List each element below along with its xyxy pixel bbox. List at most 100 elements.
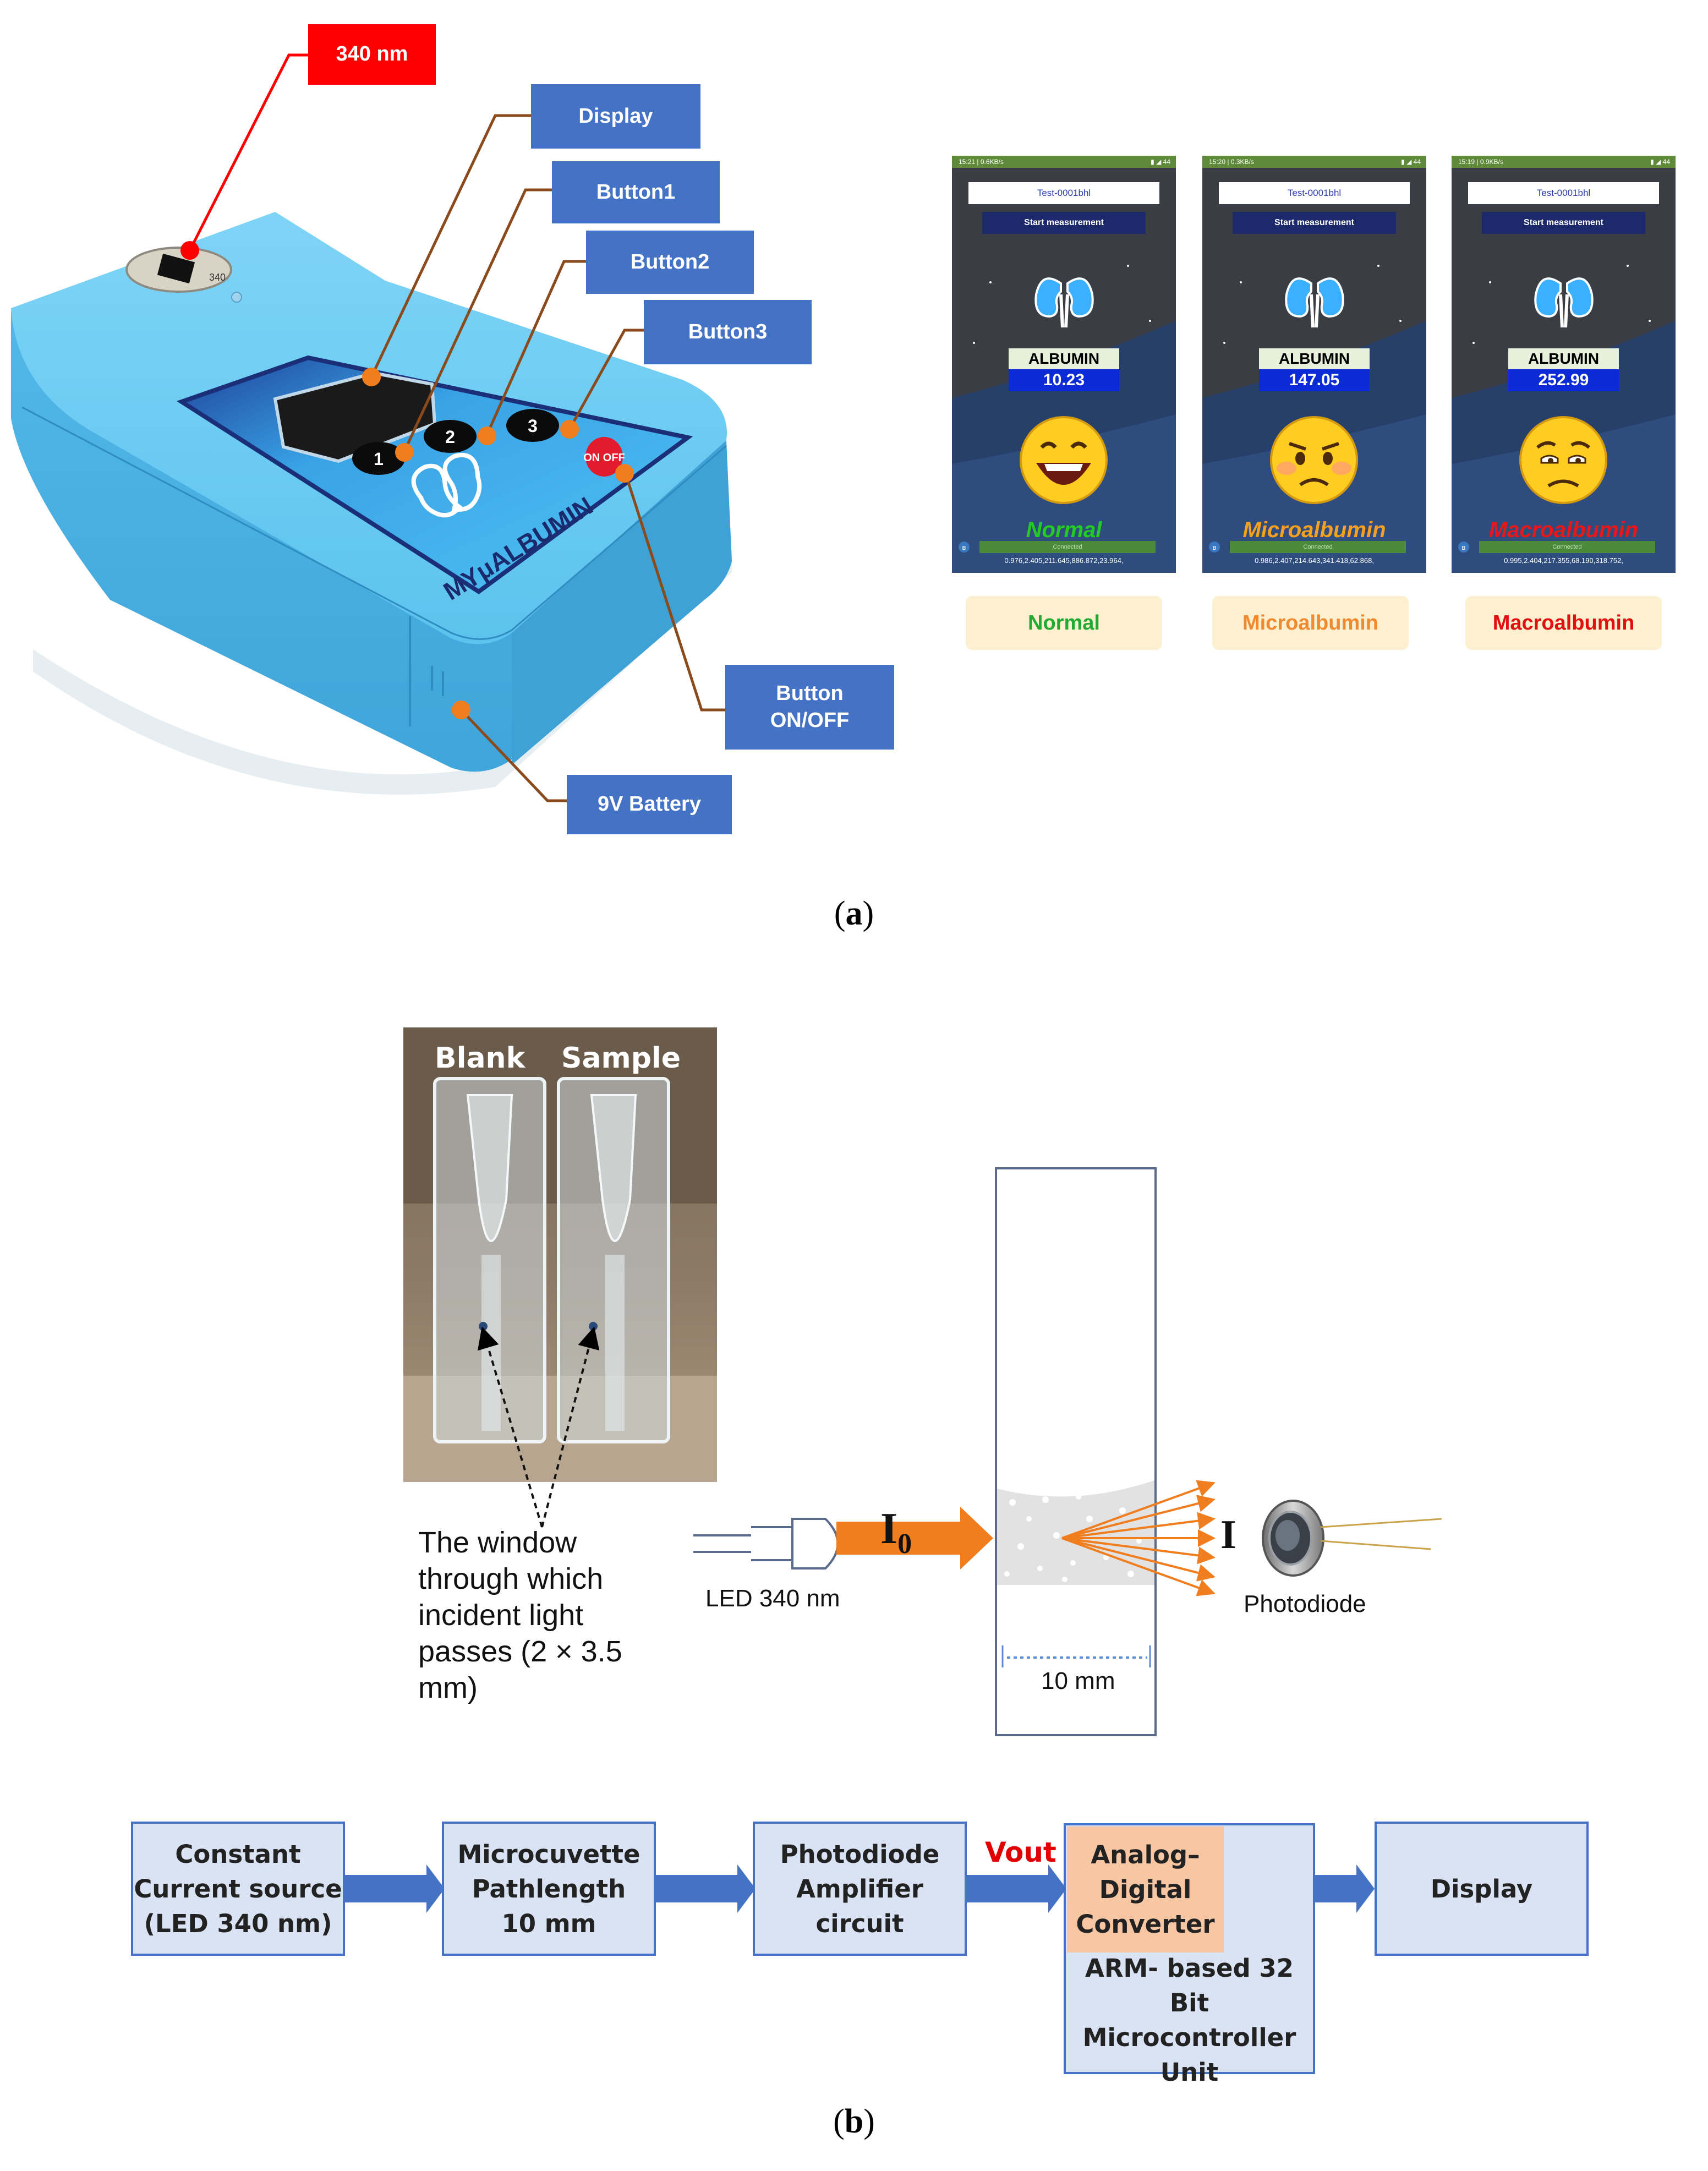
albumin-label: ALBUMIN xyxy=(1259,348,1370,369)
scattered-rays xyxy=(1061,1480,1216,1596)
connected-bar: Connected xyxy=(1230,541,1406,553)
leader-onoff xyxy=(623,470,725,712)
bluetooth-icon[interactable]: ʙ xyxy=(1458,542,1469,553)
raw-readings: 0.986,2.407,214.643,341.418,62.868, xyxy=(1255,556,1374,565)
start-measurement-button[interactable]: Start measurement xyxy=(982,212,1146,234)
window-pointers xyxy=(478,1326,600,1528)
arrow-mcu-display xyxy=(1315,1864,1375,1913)
callout-leaders xyxy=(188,53,725,802)
status-text: Microalbumin xyxy=(1242,518,1386,542)
photodiode-icon xyxy=(1262,1500,1442,1577)
leader-display xyxy=(370,114,531,378)
window-line: The window xyxy=(418,1526,577,1559)
start-measurement-button[interactable]: Start measurement xyxy=(1482,212,1645,234)
sad-face-icon xyxy=(1270,416,1358,504)
caption-a: (a) xyxy=(834,895,874,932)
device-seam xyxy=(21,406,727,640)
button-3-number: 3 xyxy=(528,416,538,436)
status-text: Normal xyxy=(1026,518,1102,542)
block-line: Current source xyxy=(134,1874,342,1904)
led-symbol xyxy=(693,1518,839,1570)
leader-button2 xyxy=(485,260,586,436)
mcu-text: ARM- based 32 Bit Microcontroller Unit xyxy=(1064,1951,1315,2090)
mcu-line: Microcontroller xyxy=(1082,2023,1296,2052)
albumin-label: ALBUMIN xyxy=(1009,348,1119,369)
phone-screen-microalbumin: 15:20 | 0.3KB/s▮ ◢ 44 Test-0001bhl Start… xyxy=(1202,156,1426,573)
block-adc: Analog– Digital Converter xyxy=(1067,1827,1224,1953)
phone-status-bar: 15:19 | 0.9KB/s ▮ ◢ 44 xyxy=(1452,156,1676,168)
button-1-shape xyxy=(352,442,405,475)
status-text: Macroalbumin xyxy=(1488,518,1639,542)
phone-screen-normal: 15:21 | 0.6KB/s▮ ◢ 44 Test-0001bhl Start… xyxy=(952,156,1176,573)
battery-door-lines xyxy=(409,616,444,726)
cuvette-wavelength-mark: 340 xyxy=(209,272,226,283)
block-line: (LED 340 nm) xyxy=(144,1908,332,1938)
block-display: Display xyxy=(1375,1822,1589,1956)
caption-b-letter: b xyxy=(844,2103,864,2140)
sample-cuvette xyxy=(557,1077,670,1443)
i0-label: I0 xyxy=(880,1507,912,1566)
led-label: LED 340 nm xyxy=(705,1585,840,1612)
legend-microalbumin: Microalbumin xyxy=(1212,596,1409,650)
block-line: Amplifier xyxy=(796,1874,923,1904)
block-arrows xyxy=(345,1864,1375,1913)
sample-particles xyxy=(1004,1494,1142,1582)
phone-status-text: 15:19 | 0.9KB/s xyxy=(1458,158,1503,166)
test-id-field[interactable]: Test-0001bhl xyxy=(1219,182,1410,204)
kidney-icon xyxy=(1285,277,1344,328)
phone-status-icons: ▮ ◢ 44 xyxy=(1650,158,1670,166)
device-kidney-logo xyxy=(411,453,482,518)
device-right-face xyxy=(512,440,732,765)
callout-button2: Button2 xyxy=(586,231,754,294)
arrow-amplifier-adc xyxy=(967,1864,1066,1913)
window-line: through which xyxy=(418,1562,604,1595)
adc-line: Converter xyxy=(1076,1910,1215,1939)
device-front-face xyxy=(11,311,512,772)
test-id-field[interactable]: Test-0001bhl xyxy=(968,182,1159,204)
albumin-label: ALBUMIN xyxy=(1508,348,1619,369)
power-button-shape xyxy=(585,437,623,477)
bluetooth-icon[interactable]: ʙ xyxy=(959,542,970,553)
leader-button1 xyxy=(403,188,552,452)
window-description: The window through which incident light … xyxy=(418,1524,622,1706)
button-1-number: 1 xyxy=(374,449,384,469)
callout-340nm: 340 nm xyxy=(308,24,436,85)
phone-status-bar: 15:20 | 0.3KB/s▮ ◢ 44 xyxy=(1202,156,1426,168)
block-constant-current-source: Constant Current source (LED 340 nm) xyxy=(131,1822,345,1956)
i0-beam-arrow xyxy=(836,1507,993,1570)
button-2-shape xyxy=(424,420,477,453)
albumin-value: 252.99 xyxy=(1508,369,1619,391)
block-line: circuit xyxy=(815,1908,904,1938)
window-line: mm) xyxy=(418,1671,478,1704)
happy-face-icon xyxy=(1020,416,1108,504)
leader-340nm xyxy=(188,53,308,251)
vout-label: Vout xyxy=(985,1836,1056,1868)
start-measurement-button[interactable]: Start measurement xyxy=(1233,212,1396,234)
albumin-value: 147.05 xyxy=(1259,369,1370,391)
path-cuvette xyxy=(995,1167,1157,1736)
power-button-label: ON OFF xyxy=(583,452,625,464)
block-microcuvette: Microcuvette Pathlength 10 mm xyxy=(442,1822,656,1956)
connected-bar: Connected xyxy=(1479,541,1655,553)
callout-button3: Button3 xyxy=(644,300,812,364)
blank-label: Blank xyxy=(435,1042,526,1075)
test-id-field[interactable]: Test-0001bhl xyxy=(1468,182,1659,204)
phone-status-icons: ▮ ◢ 44 xyxy=(1401,158,1421,166)
block-line: 10 mm xyxy=(501,1908,596,1938)
block-line: Photodiode xyxy=(780,1839,940,1869)
device-buttons: 1 2 3 ON OFF xyxy=(352,409,625,477)
caption-b: (b) xyxy=(833,2103,875,2140)
albumin-value: 10.23 xyxy=(1009,369,1119,391)
legend-macroalbumin: Macroalbumin xyxy=(1465,596,1662,650)
i0-subscript: 0 xyxy=(897,1528,912,1560)
callout-dots xyxy=(180,241,634,719)
arrow-source-cuvette xyxy=(345,1864,445,1913)
blank-cuvette xyxy=(433,1077,546,1443)
phone-screen-macroalbumin: 15:19 | 0.9KB/s ▮ ◢ 44 Test-0001bhl Start… xyxy=(1452,156,1676,573)
sample-label: Sample xyxy=(561,1042,681,1075)
bluetooth-icon[interactable]: ʙ xyxy=(1209,542,1220,553)
raw-readings: 0.995,2.404,217.355,68.190,318.752, xyxy=(1504,556,1623,565)
block-line: Pathlength xyxy=(472,1874,626,1904)
button-3-shape xyxy=(506,409,559,442)
